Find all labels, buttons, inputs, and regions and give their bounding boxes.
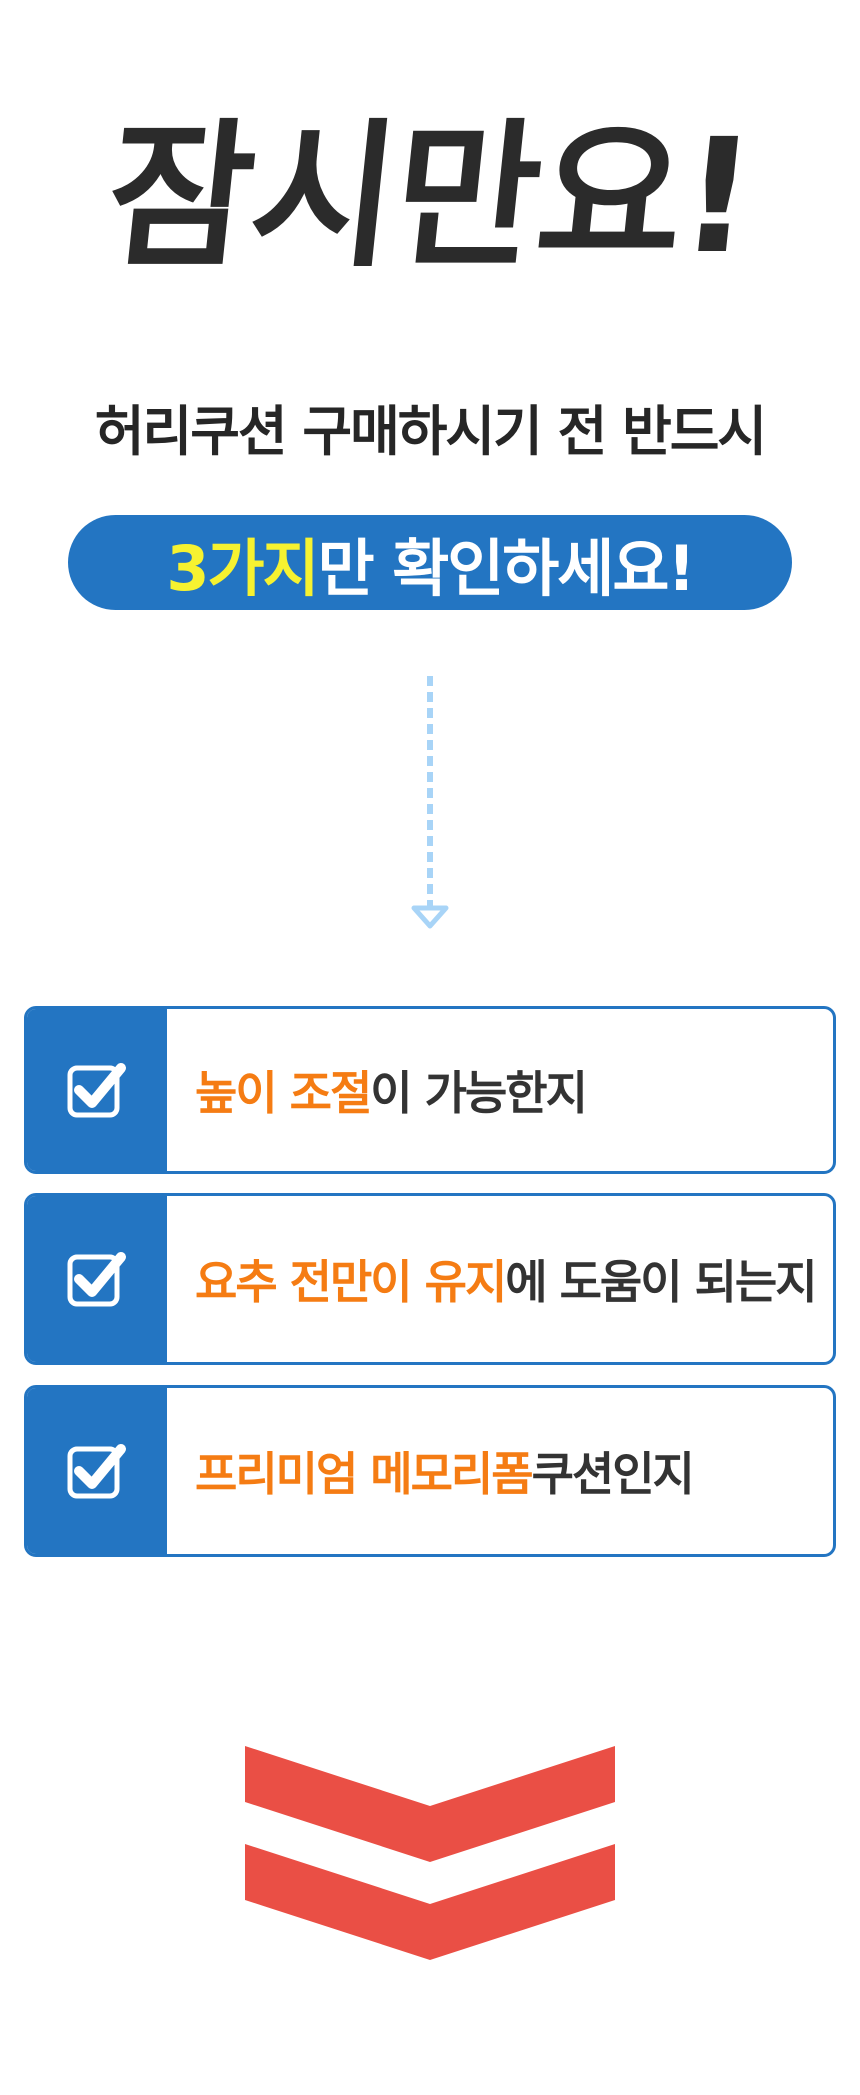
checkbox-checked-icon xyxy=(67,1252,126,1307)
checklist-highlight: 높이 조절 xyxy=(195,1066,372,1120)
checklist-highlight: 프리미엄 메모리폼 xyxy=(195,1447,534,1501)
checklist-rest: 쿠션인지 xyxy=(531,1447,695,1501)
pill-highlight-text: 3가지 xyxy=(166,531,319,605)
checkbox-checked-icon xyxy=(67,1063,126,1118)
checklist-icon-panel xyxy=(27,1196,167,1362)
headline: 잠시만요! xyxy=(98,105,762,289)
checklist-icon-panel xyxy=(27,1009,167,1171)
checklist-rest: 에 도움이 되는지 xyxy=(505,1255,817,1309)
checklist-highlight: 요추 전만이 유지 xyxy=(195,1255,507,1309)
checklist-item-text: 프리미엄 메모리폼 쿠션인지 xyxy=(195,1388,823,1554)
double-chevron-down-icon xyxy=(245,1746,615,1960)
subline: 허리쿠션 구매하시기 전 반드시 xyxy=(94,400,767,463)
checklist-rest: 이 가능한지 xyxy=(370,1066,588,1120)
checkbox-checked-icon xyxy=(67,1444,126,1499)
pill-text: 만 확인하세요! xyxy=(317,531,696,605)
checklist-icon-panel xyxy=(27,1388,167,1554)
checklist-item-3: 프리미엄 메모리폼 쿠션인지 xyxy=(24,1385,836,1557)
dashed-down-arrow-icon xyxy=(411,676,449,929)
